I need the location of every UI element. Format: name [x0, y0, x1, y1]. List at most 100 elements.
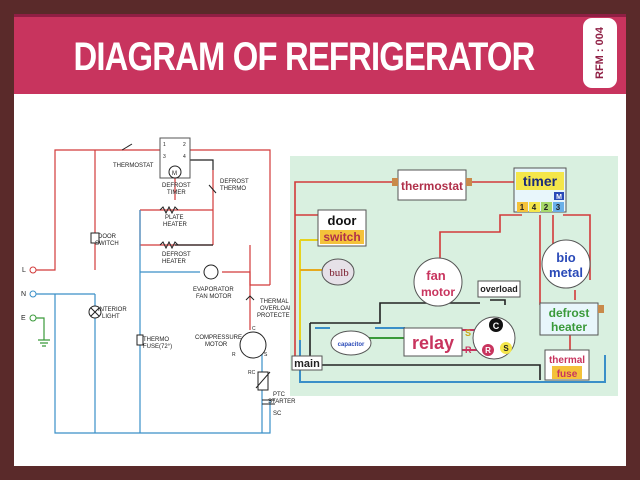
- label-door-switch-2: SWITCH: [95, 241, 119, 247]
- compressor-motor-icon: [239, 331, 267, 359]
- sc-capacitor-icon: [262, 399, 275, 405]
- thermostat-left-terminal: [392, 178, 398, 186]
- compressor-s-label: S: [503, 344, 509, 353]
- overload-icon: [245, 295, 255, 301]
- label-thermo-fuse-1: THERMO: [143, 337, 169, 343]
- label-e: E: [21, 315, 26, 322]
- overload-box: [477, 280, 521, 298]
- label-thermo-fuse-2: FUSE(72°): [143, 344, 172, 350]
- bulb-label: bulb: [329, 267, 349, 279]
- plate-heater-icon: [159, 205, 179, 215]
- timer-m-label: M: [556, 194, 562, 201]
- schematic-components: [29, 137, 275, 405]
- thermal-fuse-label-bg: [552, 366, 582, 379]
- timer-pin-box-3: [553, 202, 564, 212]
- label-evaporator-fan-2: FAN MOTOR: [196, 294, 232, 300]
- defrost-heater-box: [539, 302, 599, 336]
- label-compressor-2: MOTOR: [205, 342, 228, 348]
- main-box: [291, 355, 323, 371]
- heater-wires: [139, 165, 270, 286]
- timer-pin-box-2: [541, 202, 552, 212]
- label-defrost-thermo-2: THERMO: [220, 186, 246, 192]
- label-interior-light-1: INTERIOR: [98, 307, 127, 313]
- label-pin-rc: RC: [248, 370, 256, 376]
- label-door-switch-1: DOOR: [98, 234, 117, 240]
- schematic-diagram: [36, 149, 271, 434]
- compressor-c-dot: [489, 318, 503, 332]
- label-plate-heater-2: HEATER: [163, 222, 188, 228]
- title-banner: DIAGRAM OF REFRIGERATOR: [14, 14, 626, 94]
- timer-pin-label-1: 1: [520, 203, 525, 212]
- timer-pin-label-4: 4: [532, 203, 537, 212]
- wire-biometal-red: [552, 214, 591, 300]
- bio-metal-icon: [541, 239, 591, 289]
- wire-yellow: [299, 239, 318, 355]
- schematic-labels: L N E THERMOSTAT M DEFROST TIMER 1 2 3 4…: [21, 142, 296, 417]
- compressor-s-dot: [500, 342, 512, 354]
- compressor-r-label: R: [485, 346, 491, 355]
- compressor-r-dot: [482, 344, 494, 356]
- label-defrost-thermo-1: DEFROST: [220, 179, 249, 185]
- fan-motor-label-2: motor: [421, 285, 455, 299]
- evaporator-fan-icon: [203, 264, 219, 280]
- timer-pin-4: 4: [183, 154, 186, 160]
- earth-symbol: [38, 339, 50, 347]
- wire-overload-black: [490, 299, 506, 305]
- door-switch-label-bg: [320, 230, 364, 244]
- label-pin-c: C: [252, 326, 256, 332]
- timer-pin-label-3: 3: [556, 203, 561, 212]
- live-wire: [36, 149, 271, 285]
- main-label: main: [294, 358, 320, 370]
- timer-label-bg: [516, 172, 564, 190]
- capacitor-icon: [330, 330, 372, 356]
- ptc-starter-icon: [257, 371, 269, 391]
- timer-pin-1: 1: [163, 142, 166, 148]
- timer-motor-icon: [168, 165, 182, 179]
- page-title: DIAGRAM OF REFRIGERATOR: [73, 34, 536, 79]
- wire-fan-red: [439, 214, 522, 265]
- compressor-c-label: C: [493, 321, 500, 331]
- defrost-heater-icon: [159, 240, 179, 250]
- label-evaporator-fan-1: EVAPORATOR: [193, 287, 234, 293]
- timer-wires: [175, 159, 214, 246]
- neutral-branches: [94, 210, 263, 433]
- wire-main-red: [294, 181, 520, 360]
- terminal-l: [29, 266, 37, 274]
- label-defrost-heater-2: HEATER: [162, 259, 187, 265]
- label-defrost-heater-1: DEFROST: [162, 252, 191, 258]
- timer-pin-3: 3: [163, 154, 166, 160]
- timer-pin-label-2: 2: [544, 203, 549, 212]
- thermal-fuse-label-2: fuse: [557, 369, 578, 380]
- label-interior-light-2: LIGHT: [102, 314, 120, 320]
- bio-metal-label-1: bio: [556, 250, 576, 265]
- defrost-heater-label-2: heater: [551, 320, 587, 334]
- capacitor-label: capacitor: [338, 342, 365, 348]
- label-ptc-starter-1: PTC: [273, 392, 286, 398]
- fan-motor-icon: [413, 257, 463, 307]
- overload-label: overload: [480, 284, 518, 294]
- pictorial-wires: [294, 181, 606, 383]
- earth-wire: [36, 317, 45, 340]
- relay-r-label: R: [465, 345, 472, 355]
- label-ptc-starter-2: STARTER: [268, 399, 296, 405]
- diagram-code-tag: RFM : 004: [583, 18, 617, 88]
- label-thermal-overload-2: OVERLOAD: [260, 306, 294, 312]
- thermostat-right-terminal: [466, 178, 472, 186]
- label-thermal-overload-1: THERMAL: [260, 299, 289, 305]
- fan-wire: [222, 271, 251, 330]
- door-switch-icon: [90, 232, 100, 244]
- timer-pin-box-1: [517, 202, 528, 212]
- label-defrost-timer-1: DEFROST: [162, 183, 191, 189]
- wire-black-bottom: [305, 364, 541, 380]
- label-thermal-overload-3: PROTECTED: [257, 313, 295, 319]
- label-n: N: [21, 291, 26, 298]
- thermostat-switch-icon: [121, 143, 133, 151]
- label-defrost-timer-2: TIMER: [167, 190, 186, 196]
- label-thermostat: THERMOSTAT: [113, 163, 154, 169]
- label-plate-heater-1: PLATE: [165, 215, 184, 221]
- fan-motor-label-1: fan: [426, 268, 446, 283]
- timer-m-box: [554, 192, 564, 200]
- label-pin-s: S: [264, 352, 268, 358]
- thermo-fuse-icon: [136, 334, 144, 346]
